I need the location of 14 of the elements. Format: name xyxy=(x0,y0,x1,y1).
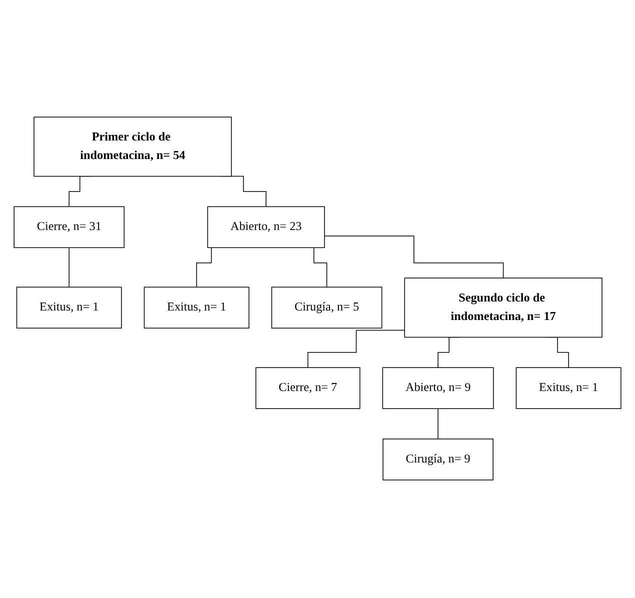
node-box: Exitus, n= 1 xyxy=(516,368,622,410)
connector xyxy=(308,330,405,368)
node-box: Primer ciclo de indometacina, n= 54 xyxy=(34,117,232,178)
node-box: Cierre, n= 7 xyxy=(256,368,360,410)
node-box: Cirugía, n= 9 xyxy=(382,439,494,481)
connector xyxy=(68,248,70,288)
node-box: Cierre, n= 31 xyxy=(14,206,125,248)
node-box: Abierto, n= 9 xyxy=(382,368,494,410)
node-box: Cirugía, n= 5 xyxy=(271,287,382,329)
node-box: Exitus, n= 1 xyxy=(16,287,122,329)
node-box: Abierto, n= 23 xyxy=(207,206,325,248)
node-box: Segundo ciclo de indometacina, n= 17 xyxy=(404,278,602,338)
node-box: Exitus, n= 1 xyxy=(144,287,250,329)
connector xyxy=(324,236,504,279)
